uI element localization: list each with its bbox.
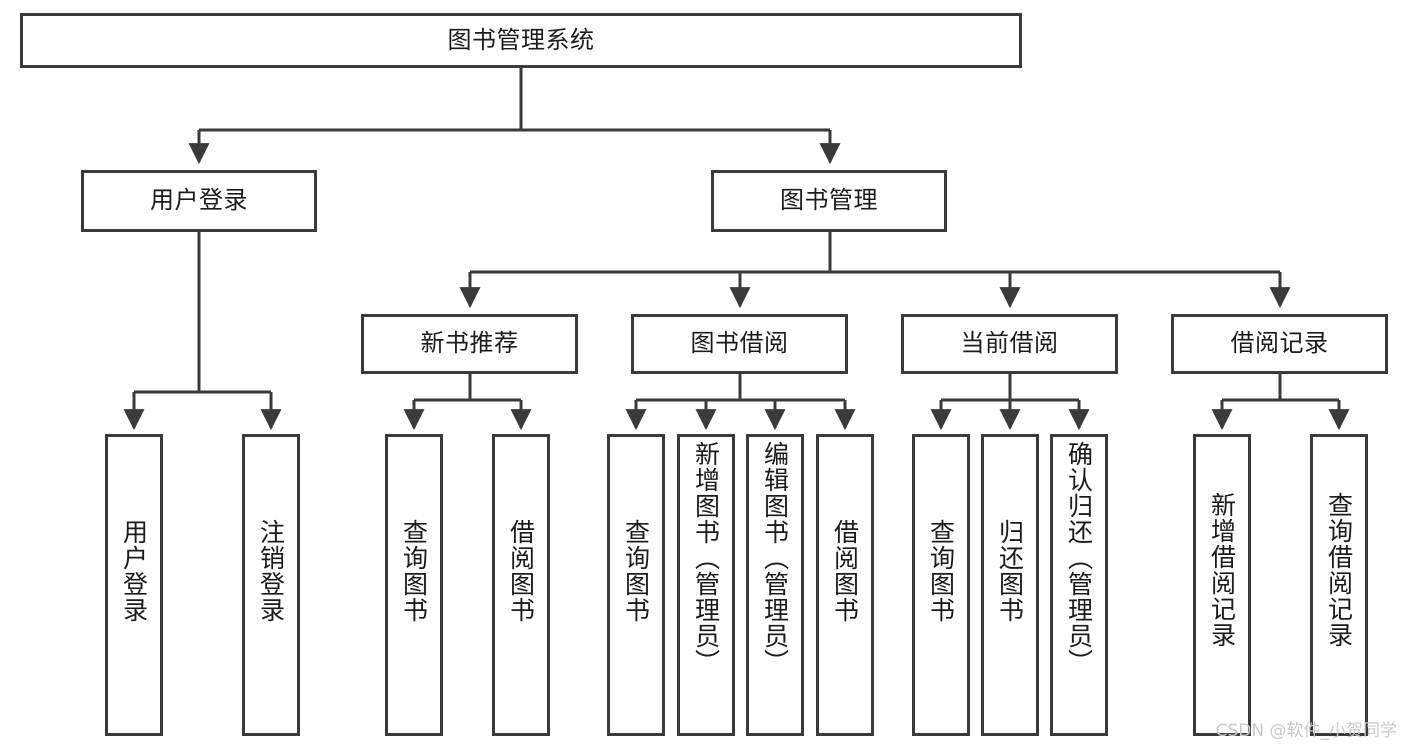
node-label: 借阅记录 <box>1230 329 1329 358</box>
node-leaf-query-borrow-record[interactable]: 查询借阅记录 <box>1310 434 1368 736</box>
node-new-book-recommend[interactable]: 新书推荐 <box>361 314 578 374</box>
node-label: 新书推荐 <box>420 329 519 358</box>
node-label: 归还图书 <box>995 519 1025 623</box>
node-root[interactable]: 图书管理系统 <box>20 13 1022 68</box>
node-leaf-query-book-borrow[interactable]: 查询图书 <box>607 434 665 736</box>
node-label: 当前借阅 <box>960 329 1059 358</box>
node-leaf-add-book-admin[interactable]: 新增图书（管理员） <box>677 434 735 736</box>
node-label: 用户登录 <box>119 519 149 623</box>
node-book-borrow[interactable]: 图书借阅 <box>631 314 848 374</box>
node-current-borrow[interactable]: 当前借阅 <box>901 314 1118 374</box>
node-book-management[interactable]: 图书管理 <box>711 170 947 232</box>
node-borrow-record[interactable]: 借阅记录 <box>1171 314 1388 374</box>
node-label: 编辑图书（管理员） <box>760 441 790 675</box>
node-label: 用户登录 <box>150 186 248 215</box>
node-label: 借阅图书 <box>830 519 860 623</box>
node-leaf-borrow-book[interactable]: 借阅图书 <box>816 434 874 736</box>
node-label: 新增图书（管理员） <box>691 441 721 675</box>
node-leaf-user-login[interactable]: 用户登录 <box>105 434 163 736</box>
csdn-watermark: CSDN @软件_小贺同学 <box>1215 721 1397 741</box>
node-label: 查询图书 <box>621 519 651 623</box>
node-label: 查询图书 <box>399 519 429 623</box>
node-leaf-add-borrow-record[interactable]: 新增借阅记录 <box>1193 434 1251 736</box>
node-leaf-query-book-recommend[interactable]: 查询图书 <box>385 434 443 736</box>
node-label: 查询图书 <box>926 519 956 623</box>
node-label: 查询借阅记录 <box>1324 492 1354 648</box>
node-leaf-borrow-book-recommend[interactable]: 借阅图书 <box>492 434 550 736</box>
node-label: 图书管理系统 <box>447 25 595 54</box>
node-label: 确认归还（管理员） <box>1064 441 1094 675</box>
node-label: 注销登录 <box>256 519 286 623</box>
node-leaf-return-book[interactable]: 归还图书 <box>981 434 1039 736</box>
node-label: 借阅图书 <box>506 519 536 623</box>
node-label: 图书借阅 <box>690 329 789 358</box>
node-label: 新增借阅记录 <box>1207 492 1237 648</box>
node-user-login[interactable]: 用户登录 <box>81 170 317 232</box>
node-leaf-confirm-return-admin[interactable]: 确认归还（管理员） <box>1050 434 1108 736</box>
node-leaf-query-book-current[interactable]: 查询图书 <box>912 434 970 736</box>
node-leaf-logout[interactable]: 注销登录 <box>242 434 300 736</box>
node-leaf-edit-book-admin[interactable]: 编辑图书（管理员） <box>746 434 804 736</box>
node-label: 图书管理 <box>780 186 878 215</box>
